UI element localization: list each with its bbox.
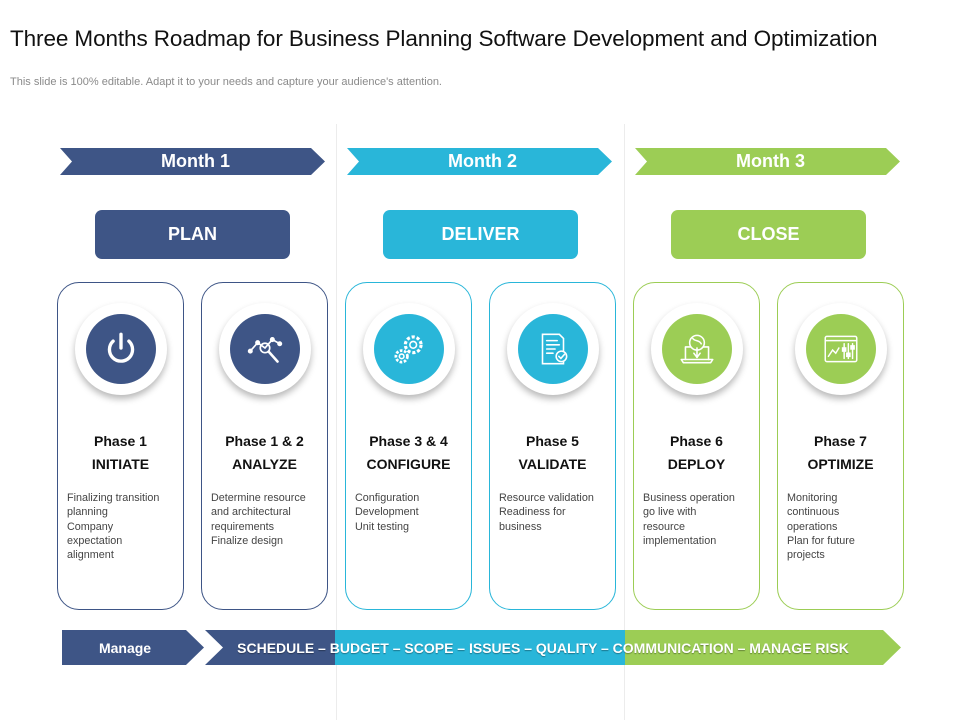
phase-number: Phase 3 & 4 [369, 433, 448, 449]
phase-number: Phase 6 [670, 433, 723, 449]
phase-number: Phase 5 [526, 433, 579, 449]
power-icon [85, 314, 156, 384]
icon-ring [74, 303, 167, 395]
phase-number: Phase 7 [814, 433, 867, 449]
phase-name: CONFIGURE [366, 456, 451, 472]
phase-name: DEPLOY [667, 456, 726, 472]
icon-ring [362, 303, 455, 395]
deploy-laptop-icon [661, 314, 732, 384]
phase-name: ANALYZE [232, 456, 297, 472]
manage-items-bar: SCHEDULE – BUDGET – SCOPE – ISSUES – QUA… [205, 630, 901, 665]
column-divider [336, 124, 337, 720]
stage-deliver: DELIVER [383, 210, 578, 259]
phase-number: Phase 1 & 2 [225, 433, 304, 449]
gears-icon [373, 314, 444, 384]
phase-name: VALIDATE [518, 456, 587, 472]
phase-name: OPTIMIZE [807, 456, 874, 472]
stage-plan: PLAN [95, 210, 290, 259]
icon-ring [650, 303, 743, 395]
column-divider [624, 124, 625, 720]
icon-ring [506, 303, 599, 395]
month-3-arrow: Month 3 [635, 148, 900, 175]
icon-ring [794, 303, 887, 395]
icon-ring [218, 303, 311, 395]
phase-name: INITIATE [91, 456, 150, 472]
phase-number: Phase 1 [94, 433, 147, 449]
analytics-icon [229, 314, 300, 384]
page-title: Three Months Roadmap for Business Planni… [10, 26, 878, 51]
manage-arrow: Manage [62, 630, 204, 665]
page-subtitle: This slide is 100% editable. Adapt it to… [10, 76, 442, 88]
month-1-arrow: Month 1 [60, 148, 325, 175]
stage-close: CLOSE [671, 210, 866, 259]
month-2-arrow: Month 2 [347, 148, 612, 175]
dashboard-sliders-icon [805, 314, 876, 384]
checklist-icon [517, 314, 588, 384]
